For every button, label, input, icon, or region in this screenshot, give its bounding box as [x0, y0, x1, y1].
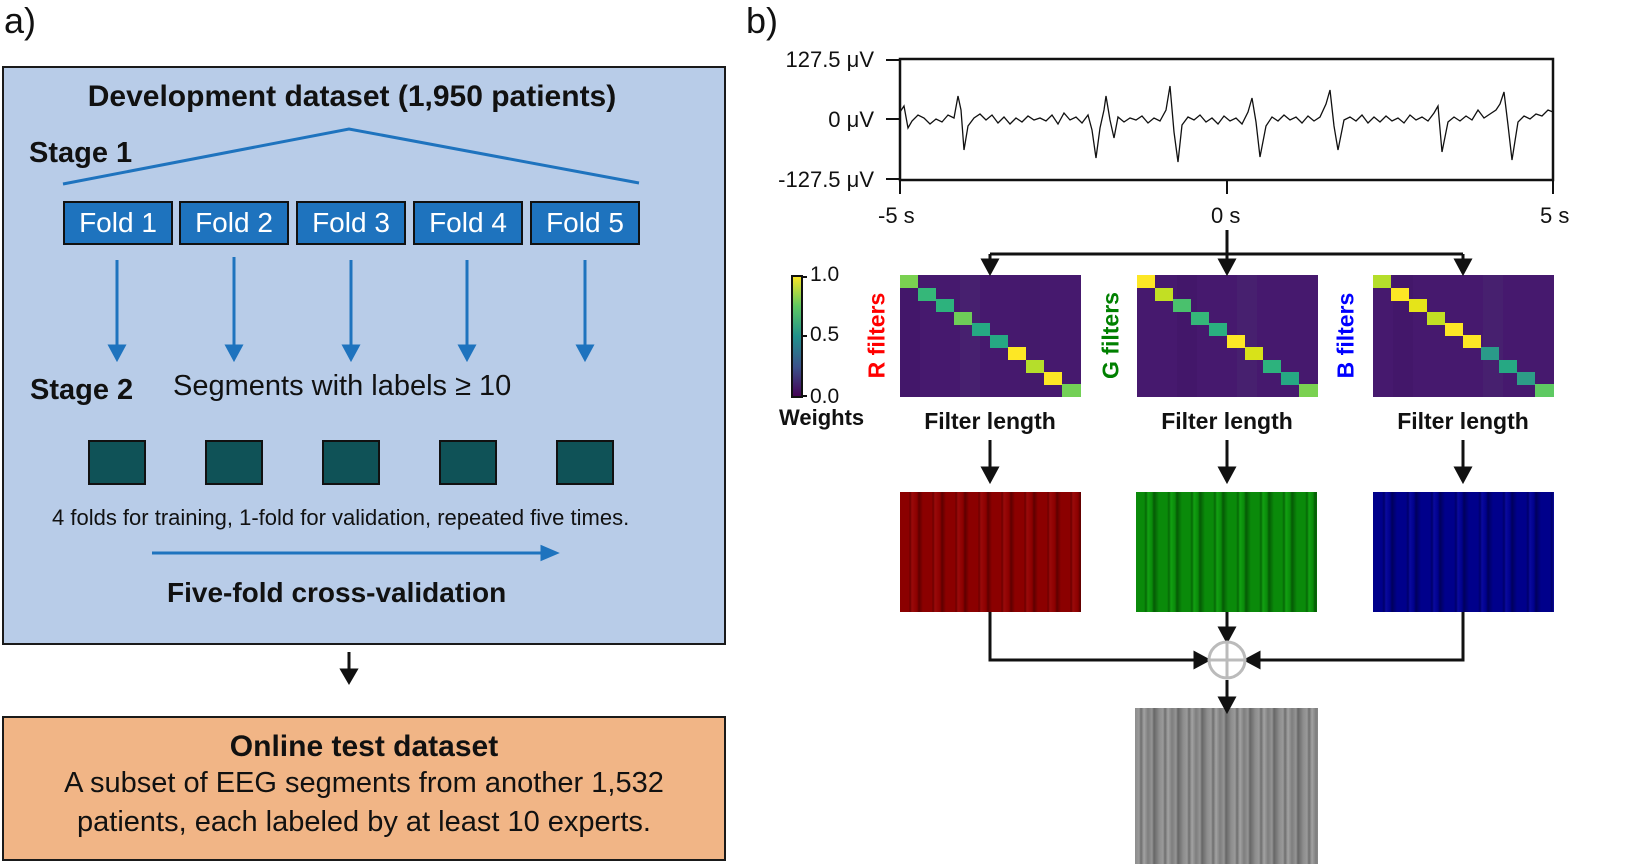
y-tick-bottom: -127.5 μV [778, 167, 874, 192]
panel-b-label: b) [746, 0, 779, 41]
x-tick-left: -5 s [878, 203, 915, 228]
combined-gray-output [1135, 708, 1318, 864]
segment-block-3 [322, 440, 380, 485]
fold-3-box: Fold 3 [296, 201, 406, 245]
test-dataset-line-1: A subset of EEG segments from another 1,… [64, 767, 664, 799]
cross-validation-label: Five-fold cross-validation [167, 577, 507, 608]
x-tick-right: 5 s [1540, 203, 1570, 228]
test-dataset-line-2: patients, each labeled by at least 10 ex… [77, 806, 651, 838]
development-dataset-title: Development dataset (1,950 patients) [87, 80, 617, 113]
g-filter-matrix [1137, 275, 1318, 397]
folds-caption: 4 folds for training, 1-fold for validat… [52, 505, 630, 530]
weights-colorbar [791, 275, 807, 398]
segment-block-5 [556, 440, 614, 485]
panel-a-lines [62, 127, 640, 685]
segment-block-2 [205, 440, 263, 485]
colorbar-tick-0-5: 0.5 [810, 323, 840, 346]
eeg-trace [899, 85, 1554, 163]
stage-1-label: Stage 1 [29, 137, 133, 169]
colorbar-tick-1: 1.0 [810, 263, 840, 286]
g-filter-length-label: Filter length [1161, 408, 1293, 434]
sum-circle-icon [1207, 640, 1247, 680]
green-channel-output [1136, 492, 1317, 612]
r-filter-length-label: Filter length [924, 408, 1056, 434]
test-dataset-title: Online test dataset [229, 730, 499, 763]
blue-channel-output [1373, 492, 1554, 612]
x-tick-center: 0 s [1211, 203, 1241, 228]
segments-label: Segments with labels ≥ 10 [173, 370, 512, 402]
colorbar-label: Weights [779, 405, 865, 430]
y-tick-top: 127.5 μV [785, 47, 874, 72]
segment-block-4 [439, 440, 497, 485]
y-tick-middle: 0 μV [828, 107, 874, 132]
b-filter-length-label: Filter length [1397, 408, 1529, 434]
fold-4-box: Fold 4 [413, 201, 523, 245]
fold-1-box: Fold 1 [63, 201, 173, 245]
fold-2-box: Fold 2 [179, 201, 289, 245]
panel-a-label: a) [4, 0, 37, 41]
colorbar-tick-0: 0.0 [810, 385, 840, 408]
b-filter-matrix [1373, 275, 1554, 397]
red-channel-output [900, 492, 1081, 612]
development-dataset-box [2, 66, 726, 645]
r-filter-matrix [900, 275, 1081, 397]
online-test-dataset-box: Online test dataset A subset of EEG segm… [2, 716, 726, 861]
stage-2-label: Stage 2 [30, 374, 134, 406]
segment-block-1 [88, 440, 146, 485]
fold-5-box: Fold 5 [530, 201, 640, 245]
